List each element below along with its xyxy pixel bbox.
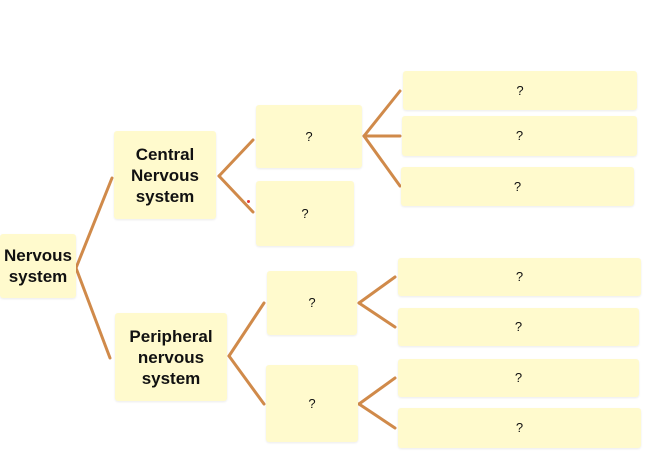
- node-root: Nervous system: [0, 234, 76, 298]
- node-root-label: Nervous system: [3, 246, 73, 286]
- node-pns2-sub-2: ?: [398, 408, 641, 448]
- connector-peripheral-pns1: [227, 301, 266, 358]
- stray-red-dot: [247, 200, 250, 203]
- connector-pns1-a: [357, 275, 397, 305]
- node-pns2-sub-1-label: ?: [514, 370, 523, 385]
- node-pns-child-1-label: ?: [308, 295, 316, 310]
- connector-central-cns2: [217, 174, 255, 214]
- node-cns-child-1-label: ?: [305, 128, 313, 144]
- node-central: Central Nervous system: [114, 131, 216, 219]
- node-cns-child-1: ?: [256, 105, 362, 168]
- connector-peripheral-pns2: [227, 354, 266, 406]
- node-pns2-sub-1: ?: [398, 359, 639, 397]
- node-peripheral-label: Peripheral nervous system: [129, 326, 213, 388]
- node-pns1-sub-1: ?: [398, 258, 641, 296]
- node-pns1-sub-1-label: ?: [515, 269, 524, 284]
- node-pns1-sub-2: ?: [398, 308, 639, 346]
- connector-pns2-b: [357, 402, 397, 430]
- node-pns-child-2-label: ?: [308, 395, 316, 411]
- node-pns1-sub-2-label: ?: [514, 319, 523, 334]
- node-cns1-sub-3-label: ?: [513, 178, 522, 194]
- node-cns1-sub-1-label: ?: [516, 82, 524, 98]
- node-cns-child-2: ?: [256, 181, 354, 246]
- connector-central-cns1: [217, 138, 255, 178]
- connector-cns1-a: [362, 89, 402, 138]
- connector-root-central: [74, 176, 114, 270]
- node-cns1-sub-3: ?: [401, 167, 634, 206]
- node-pns-child-2: ?: [266, 365, 358, 442]
- connector-pns1-b: [357, 301, 397, 329]
- node-cns1-sub-1: ?: [403, 71, 637, 110]
- node-pns-child-1: ?: [267, 271, 357, 335]
- node-pns2-sub-2-label: ?: [515, 420, 524, 435]
- connector-pns2-a: [357, 376, 397, 406]
- node-cns1-sub-2: ?: [402, 116, 637, 156]
- node-peripheral: Peripheral nervous system: [115, 313, 227, 401]
- node-cns-child-2-label: ?: [301, 205, 309, 221]
- node-cns1-sub-2-label: ?: [515, 128, 524, 143]
- connector-root-peripheral: [74, 266, 112, 360]
- node-central-label: Central Nervous system: [130, 144, 200, 206]
- connector-cns1-c: [362, 134, 402, 188]
